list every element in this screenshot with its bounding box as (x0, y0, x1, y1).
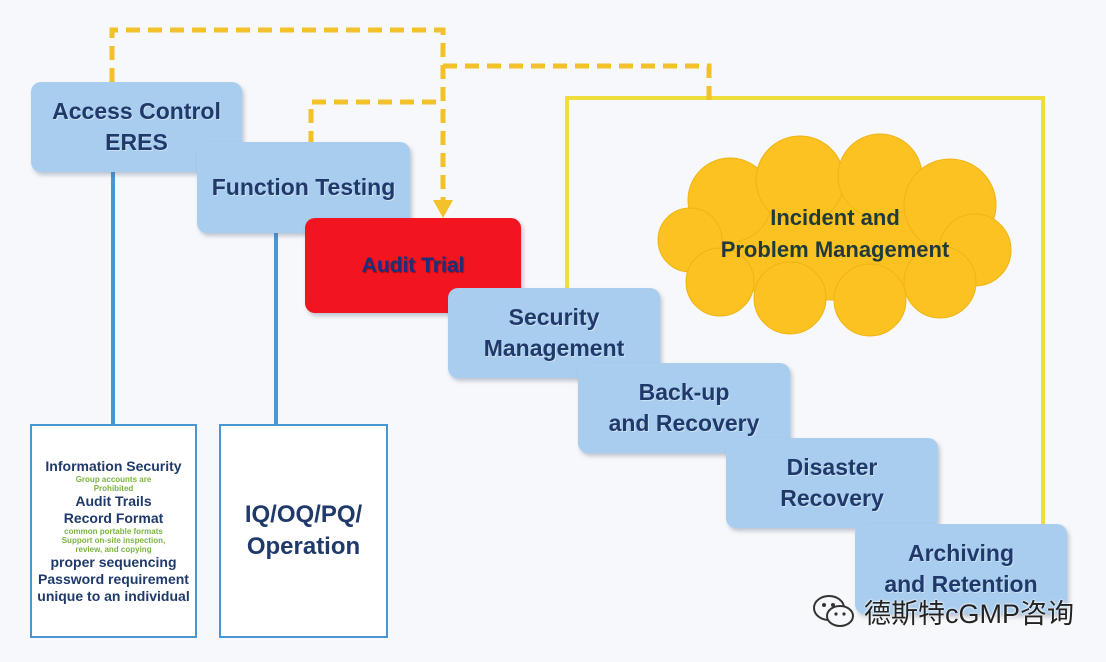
watermark: 德斯特cGMP咨询 (812, 592, 1074, 631)
access-control-line-2: ERES (105, 129, 168, 155)
info-panel-line: Password requirement (38, 570, 189, 587)
archiving-retention-line-2: and Retention (884, 571, 1038, 597)
info-panel-line: common portable formats (64, 526, 163, 536)
disaster-recovery-line-1: Disaster (786, 454, 878, 480)
disaster-recovery-line-2: Recovery (780, 485, 884, 511)
function-testing-node[interactable]: Function Testing (197, 142, 410, 233)
info-panel-line: proper sequencing (50, 553, 177, 570)
access-control-dashed-line (109, 27, 446, 210)
incident-problem-line-2: Problem Management (720, 237, 950, 262)
info-panel-line: Audit Trails (75, 492, 152, 509)
security-dashed-line (443, 63, 712, 100)
disaster-recovery-node[interactable]: Disaster Recovery (726, 438, 938, 528)
archiving-retention-node[interactable]: Archiving and Retention (855, 524, 1067, 614)
info-panel-line: Support on-site inspection, (61, 535, 166, 545)
wechat-icon (813, 594, 854, 627)
info-panel-line: Record Format (63, 509, 164, 526)
access-control-line-1: Access Control (52, 98, 221, 124)
watermark-text: 德斯特cGMP咨询 (864, 599, 1075, 629)
qualification-line-2: Operation (246, 533, 361, 560)
incident-problem-line-1: Incident and (770, 205, 900, 230)
info-panel-line: Information Security (45, 457, 182, 474)
audit-trial-label: Audit Trial (361, 254, 465, 277)
info-panel-line: unique to an individual (37, 587, 190, 604)
backup-recovery-line-2: and Recovery (608, 410, 760, 436)
audit-arrowhead (433, 200, 453, 218)
info-panel-line: Prohibited (93, 483, 134, 493)
info-panel-line: Group accounts are (75, 474, 152, 484)
archiving-retention-line-1: Archiving (907, 540, 1015, 566)
archiving-feedback-line (565, 96, 1045, 526)
info-panel-line: review, and copying (75, 544, 152, 554)
backup-recovery-line-1: Back-up (638, 379, 730, 405)
incident-problem-label: Incident and Problem Management (662, 202, 1008, 266)
function-testing-label: Function Testing (211, 174, 396, 200)
security-management-line-2: Management (483, 335, 625, 361)
security-management-line-1: Security (508, 304, 600, 330)
access-control-node[interactable]: Access Control ERES (31, 82, 242, 172)
qualification-panel: IQ/OQ/PQ/ Operation (219, 424, 388, 638)
function-testing-dashed-line (308, 99, 443, 145)
incident-cloud (657, 133, 1012, 337)
qualification-line-1: IQ/OQ/PQ/ (244, 501, 363, 528)
